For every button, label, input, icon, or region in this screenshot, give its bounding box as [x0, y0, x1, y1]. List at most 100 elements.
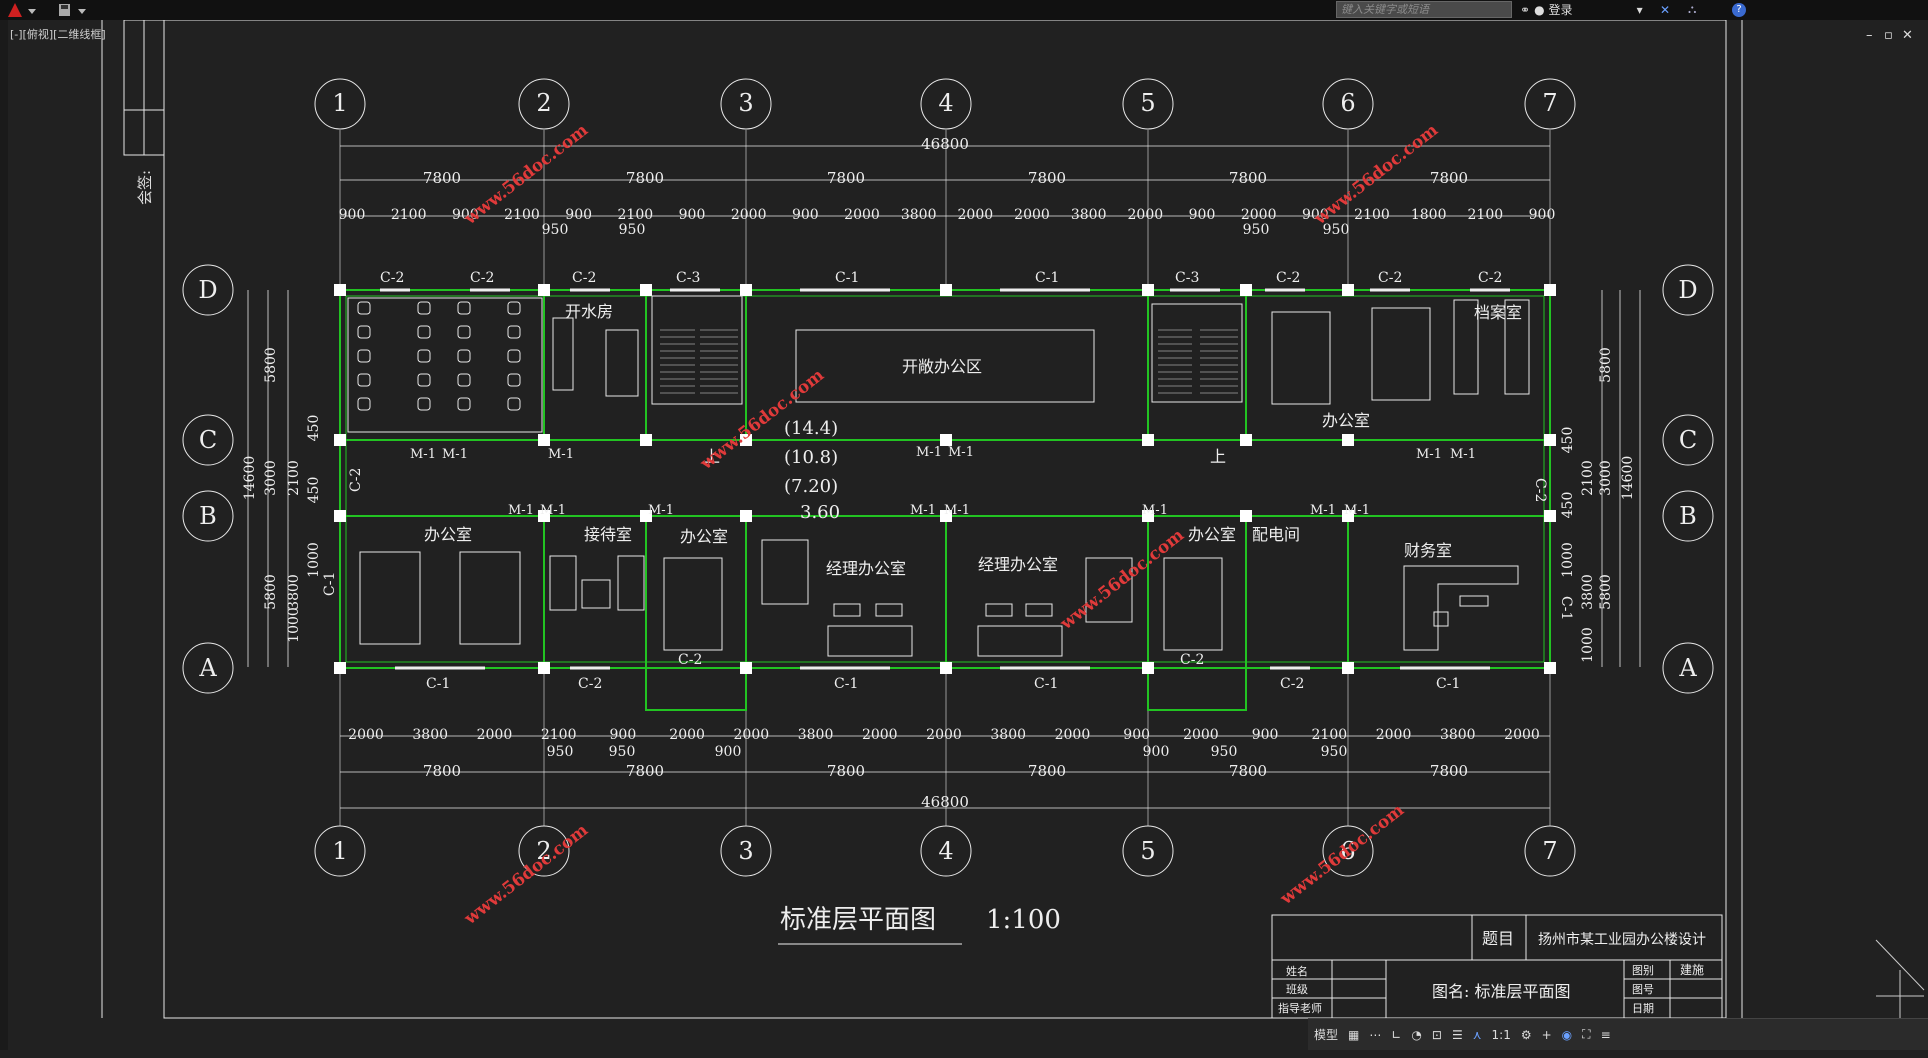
door-label: M-1	[540, 503, 566, 518]
menu-icon[interactable]: ≡	[1600, 1027, 1611, 1042]
sub-dim-top: 2000	[1241, 207, 1277, 223]
dimension-lines	[247, 145, 1641, 809]
toilet-fixture	[507, 397, 521, 411]
grid-icon[interactable]: ▦	[1348, 1027, 1360, 1042]
bay-dim-bottom: 7800	[1229, 762, 1267, 780]
door-label: M-1	[910, 503, 936, 518]
quick-access-toolbar[interactable]	[56, 0, 90, 19]
side-dim-left: 5800	[263, 347, 279, 383]
login-button[interactable]: ⚭ ● 登录 ▾	[1520, 0, 1643, 19]
sub-dim-bottom: 2000	[926, 727, 962, 743]
sub-dim-bottom: 2100	[1312, 727, 1348, 743]
axis-label-top: 5	[1140, 89, 1155, 117]
column	[640, 510, 652, 522]
sub-dim-bottom-2: 950	[547, 744, 574, 760]
bay-dim-bottom: 7800	[1430, 762, 1468, 780]
room-manager-2: 经理办公室	[978, 555, 1058, 574]
gear-icon[interactable]: ⚙	[1520, 1027, 1532, 1042]
axis-label-top: 6	[1340, 89, 1355, 117]
toilet-fixture	[457, 397, 471, 411]
tb-drawing-name: 图名: 标准层平面图	[1432, 982, 1570, 1001]
sub-dim-top: 900	[452, 207, 479, 223]
bay-dim-bottom: 7800	[827, 762, 865, 780]
viewport-controls[interactable]: [-][俯视][二维线框]	[10, 28, 106, 41]
room-office-s2: 办公室	[1188, 525, 1236, 544]
app-menu-button[interactable]	[4, 0, 40, 19]
toilet-fixture	[507, 373, 521, 387]
ortho-icon[interactable]: ∟	[1391, 1027, 1402, 1042]
sub-dim-bottom: 3800	[798, 727, 834, 743]
lineweight-icon[interactable]: ☰	[1451, 1027, 1463, 1042]
bay-dim-top: 7800	[1229, 169, 1267, 187]
sub-dim-top-2: 950	[542, 222, 569, 238]
axis-label-bottom: 2	[536, 837, 551, 865]
sub-dim-bottom-2: 950	[1321, 744, 1348, 760]
window-label: C-2	[380, 270, 404, 286]
column	[940, 434, 952, 446]
side-dim-left: 450	[306, 477, 322, 504]
room-reception: 接待室	[584, 525, 632, 544]
side-dim-left: 5800	[263, 574, 279, 610]
exchange-icon[interactable]: ✕	[1660, 2, 1671, 17]
sub-dim-bottom: 900	[610, 727, 637, 743]
toilet-fixture	[457, 325, 471, 339]
axis-label-bottom: 1	[332, 837, 347, 865]
fullscreen-icon[interactable]: ⛶	[1582, 1027, 1591, 1041]
polar-icon[interactable]: ◔	[1411, 1027, 1422, 1042]
isolate-icon[interactable]: ◉	[1561, 1027, 1573, 1042]
sub-dim-bottom: 2000	[348, 727, 384, 743]
model-tab[interactable]: 模型	[1314, 1028, 1339, 1042]
sub-dim-top: 3800	[901, 207, 937, 223]
toilet-fixture	[357, 373, 371, 387]
restore-icon[interactable]: ▫	[1884, 28, 1893, 43]
room-office-ne: 办公室	[1322, 411, 1370, 430]
sub-dim-top: 900	[565, 207, 592, 223]
axis-bubble-side	[182, 414, 234, 466]
window-label: C-1	[835, 270, 859, 286]
axis-bubble-top	[720, 78, 772, 130]
window-label: C-2	[1378, 270, 1402, 286]
minimize-icon[interactable]: –	[1866, 28, 1873, 43]
stair-up-2: 上	[1210, 447, 1226, 466]
sub-dim-bottom-2: 950	[609, 744, 636, 760]
sub-dim-bottom: 2000	[669, 727, 705, 743]
annotation-scale[interactable]: 1:1	[1491, 1027, 1511, 1042]
column	[1544, 510, 1556, 522]
drawing-title: 标准层平面图	[780, 905, 936, 935]
close-icon[interactable]: ✕	[1902, 28, 1913, 43]
osnap-icon[interactable]: ⊡	[1431, 1027, 1442, 1042]
side-dim-right: 1000	[1580, 627, 1596, 663]
window-label: C-2	[1478, 270, 1502, 286]
axis-bubble-top	[1524, 78, 1576, 130]
door-label: M-1	[916, 445, 942, 460]
annotation-icon[interactable]: ⋏	[1472, 1027, 1482, 1042]
column	[1544, 434, 1556, 446]
door-label: M-1	[944, 503, 970, 518]
search-input[interactable]: 键入关键字或短语	[1336, 1, 1512, 18]
sub-dim-top-2: 950	[619, 222, 646, 238]
column	[334, 510, 346, 522]
side-dim-right: 5800	[1598, 347, 1614, 383]
connect-icon[interactable]: ⛬	[1688, 2, 1697, 16]
sub-dim-top-2: 950	[1243, 222, 1270, 238]
axis-label-top: 4	[938, 89, 953, 117]
snap-icon[interactable]: ⋯	[1369, 1027, 1382, 1042]
tb-subject-label: 题目	[1482, 929, 1514, 948]
toilet-fixture	[507, 301, 521, 315]
column	[1342, 662, 1354, 674]
sub-dim-top: 2100	[504, 207, 540, 223]
axis-label-side: D	[1678, 276, 1697, 304]
user-icon: ●	[1534, 2, 1545, 17]
bay-dim-top: 7800	[423, 169, 461, 187]
plus-icon[interactable]: +	[1541, 1027, 1552, 1042]
side-dim-left: 1000	[286, 607, 302, 643]
door-label: M-1	[508, 503, 534, 518]
column	[334, 434, 346, 446]
help-icon[interactable]: ?	[1732, 0, 1746, 19]
column	[640, 284, 652, 296]
room-distribution: 配电间	[1252, 525, 1300, 544]
sub-dim-bottom: 2000	[1055, 727, 1091, 743]
